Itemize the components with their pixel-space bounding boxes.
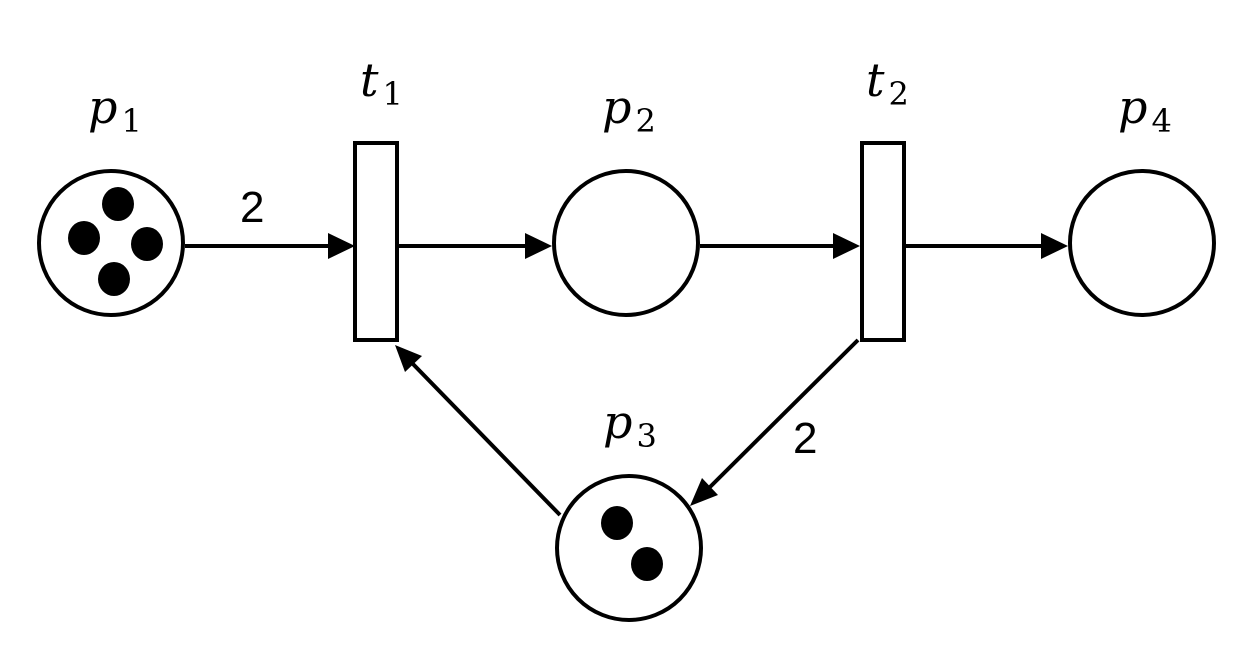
token-p3-2 [631,547,663,581]
transition-t2 [860,141,906,342]
token-p1-2 [68,221,100,255]
token-p3-1 [601,506,633,540]
arc-p3-t1 [410,361,562,517]
arc-t2-p3 [708,338,860,489]
arrowhead-p3-t1 [395,345,422,372]
arc-weight-t2-p3: 2 [793,414,817,463]
tokens [68,187,663,581]
place-p2 [552,169,700,317]
arrowhead-p1-t1 [328,233,355,259]
place-p1 [37,169,185,317]
arrowhead-p2-t2 [833,233,860,259]
place-p4 [1068,169,1216,317]
arrowhead-t2-p3 [690,478,718,506]
places [37,169,1216,622]
token-p1-4 [98,262,130,296]
transitions [353,141,906,342]
arcs [185,233,1068,517]
transition-t1 [353,141,399,342]
place-p3 [555,474,703,622]
arrowhead-t1-p2 [525,233,552,259]
arrowhead-t2-p4 [1041,233,1068,259]
arc-weight-p1-t1: 2 [240,183,264,232]
token-p1-3 [131,227,163,261]
token-p1-1 [102,187,134,221]
